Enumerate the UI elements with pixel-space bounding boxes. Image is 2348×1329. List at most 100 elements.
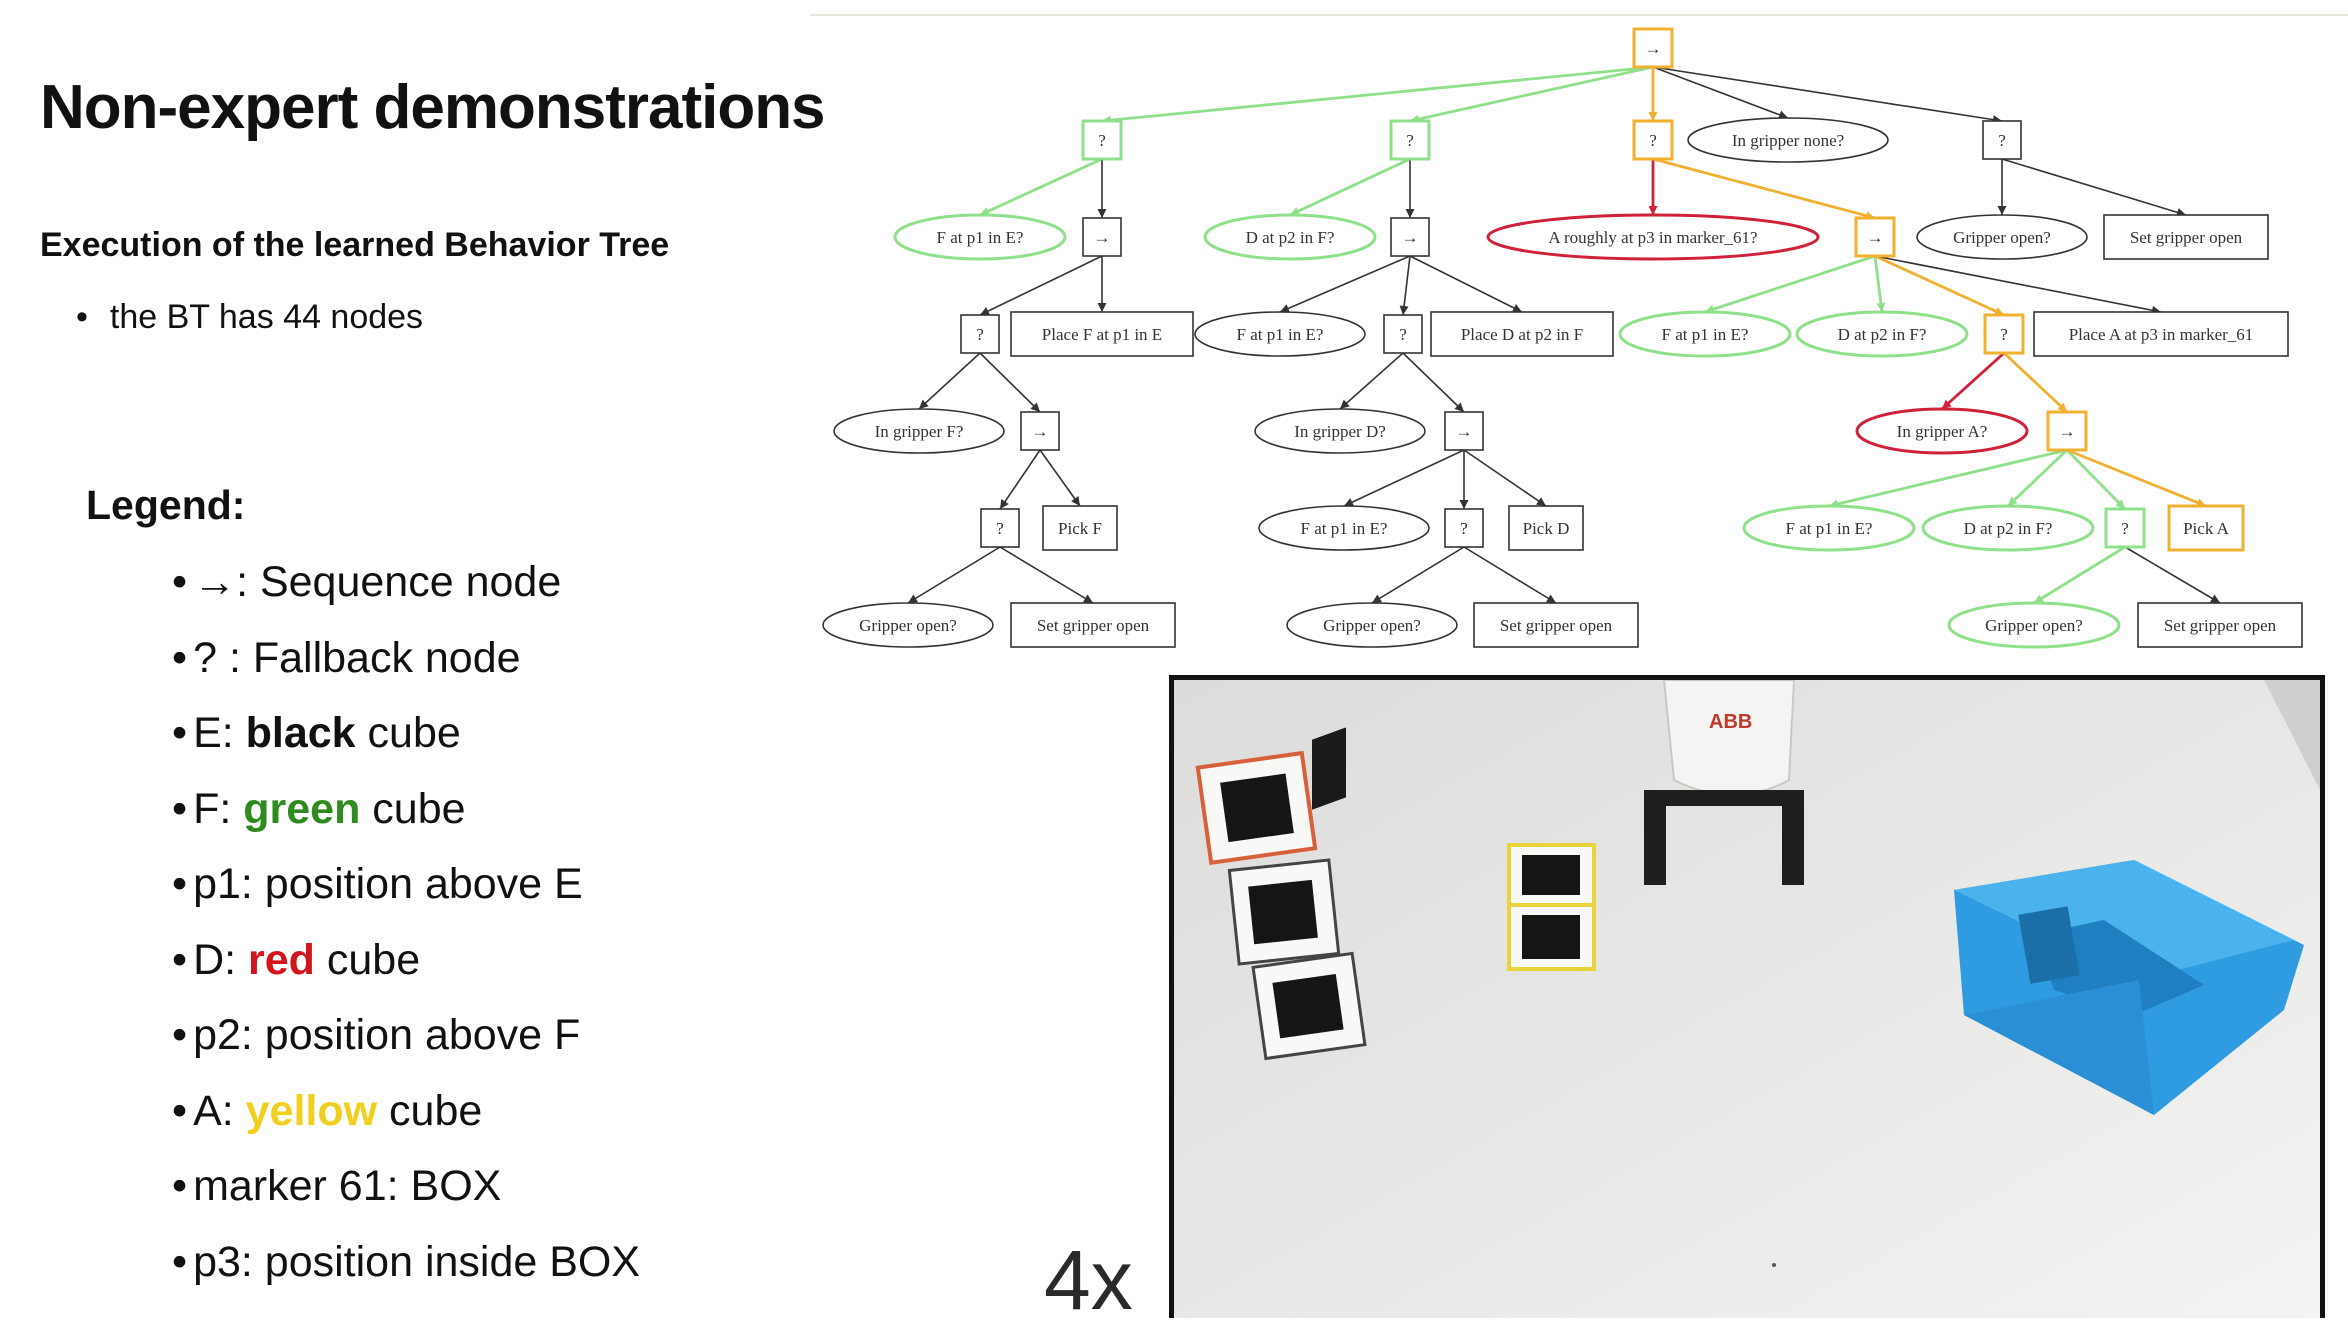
bullet-dot: • (172, 1237, 188, 1286)
tree-edge-arrowhead (1097, 303, 1107, 312)
tree-edge (1828, 448, 2068, 508)
tree-edge-arrowhead (1876, 302, 1886, 312)
tree-node-fb: ? (1081, 119, 1123, 161)
tree-node-label: Pick A (2183, 519, 2230, 538)
tree-node-fb: ? (1383, 314, 1423, 354)
tree-node-cond: D at p2 in F? (1921, 504, 2095, 552)
tree-node-seq: → (1854, 216, 1896, 258)
tree-node-seq: → (1632, 27, 1674, 69)
behavior-tree-diagram: →??? In gripper none?? F at p1 in E? → D at … (822, 27, 2303, 649)
tree-node-label: F at p1 in E? (937, 228, 1024, 247)
tree-edge (1704, 254, 1876, 314)
legend-item: •→: Sequence node (172, 552, 640, 628)
table-edge-shadow (2264, 680, 2320, 790)
tree-edge-arrowhead (1082, 594, 1093, 603)
tree-node-act: Place A at p3 in marker_61 (2033, 311, 2289, 357)
legend-text: E: (193, 709, 246, 757)
tree-edge (1402, 255, 1411, 316)
tree-node-label: F at p1 in E? (1237, 325, 1324, 344)
robot-logo: ABB (1709, 711, 1752, 733)
legend-item: •marker 61: BOX (172, 1156, 640, 1232)
tree-node-cond: Gripper open? (1286, 602, 1458, 648)
tree-node-fb: ? (960, 314, 1000, 354)
legend-text: ? (193, 633, 229, 682)
tree-node-act: Pick D (1508, 505, 1584, 551)
tree-node-fb: ? (1982, 120, 2022, 160)
tree-edge-arrowhead (1648, 206, 1658, 215)
tree-edge (1463, 449, 1547, 507)
tree-edge-arrowhead (1777, 110, 1788, 120)
legend-item: •A: yellow cube (172, 1081, 640, 1157)
tree-node-label: In gripper none? (1732, 131, 1844, 150)
legend-text: A: (193, 1086, 246, 1135)
tree-node-label: ? (1399, 325, 1407, 344)
bullet-node-count: •the BT has 44 nodes (76, 298, 423, 337)
tree-node-label: → (1456, 422, 1473, 441)
tree-edge (1652, 66, 2003, 122)
tree-node-label: → (1094, 228, 1111, 247)
tree-node-label: Set gripper open (2130, 228, 2243, 247)
tree-node-seq: → (1020, 411, 1060, 451)
tree-node-label: D at p2 in F? (1964, 519, 2053, 538)
tree-edge-arrowhead (2115, 499, 2125, 509)
tree-node-label: ? (1649, 131, 1657, 150)
divider-line (810, 14, 2348, 16)
cube-yellow (1507, 843, 1596, 971)
tree-edge-arrowhead (1648, 112, 1658, 121)
tree-edge-arrowhead (1993, 307, 2004, 316)
tree-node-label: Set gripper open (2164, 616, 2277, 635)
tree-node-seq: → (2046, 410, 2088, 452)
tree-edge (1101, 65, 1654, 123)
tree-edge (1463, 546, 1557, 604)
tree-node-act: Set gripper open (2137, 602, 2303, 648)
tree-node-label: A roughly at p3 in marker_61? (1548, 228, 1757, 247)
tree-edge (2001, 158, 2187, 216)
tree-edge (1874, 254, 2005, 317)
tree-node-cond: In gripper none? (1687, 117, 1889, 163)
tree-edge (979, 157, 1103, 217)
legend-text: p2: position above F (193, 1011, 581, 1059)
tree-node-label: Gripper open? (1985, 616, 2083, 635)
legend-item: •D: red cube (172, 930, 640, 1006)
tree-edge-arrowhead (1280, 304, 1291, 313)
tree-edge-arrowhead (2034, 594, 2045, 603)
tree-node-label: → (1867, 228, 1884, 247)
tree-edge (2066, 449, 2126, 510)
tree-edge (2003, 351, 2068, 414)
tree-edge (1343, 449, 1465, 507)
tree-node-act: Place F at p1 in E (1010, 311, 1194, 357)
tree-edge (999, 546, 1094, 604)
tree-node-fb: ? (1389, 119, 1431, 161)
tree-edge (1652, 66, 1789, 119)
tree-node-fb: ? (1983, 313, 2025, 355)
tree-edge-arrowhead (1071, 496, 1080, 506)
bullet-dot: • (172, 860, 188, 908)
legend-text: : Sequence node (236, 558, 562, 606)
tree-edge (2033, 545, 2126, 605)
bullet-dot: • (172, 1162, 188, 1210)
tree-edge (1409, 65, 1654, 123)
legend-text: D: (193, 935, 249, 984)
tree-edge-arrowhead (1536, 497, 1546, 506)
cube-stack-left (1195, 727, 1367, 1061)
tree-edge (979, 255, 1103, 316)
tree-edge-arrowhead (1454, 402, 1464, 412)
tree-node-fb: ? (1444, 508, 1484, 548)
tree-edge-arrowhead (2209, 594, 2220, 603)
legend-item: •p1: position above E (172, 854, 640, 930)
tree-node-label: Gripper open? (1323, 616, 1421, 635)
tree-edge-arrowhead (980, 307, 991, 316)
tree-edge-arrowhead (1459, 500, 1469, 509)
tree-node-label: ? (996, 519, 1004, 538)
bullet-dot: • (172, 784, 188, 833)
tree-edge-arrowhead (1511, 303, 1522, 312)
tree-node-label: ? (2121, 519, 2129, 538)
bullet-dot: • (172, 1011, 188, 1059)
legend-text: marker 61: BOX (193, 1162, 502, 1210)
tree-node-label: → (1645, 39, 1662, 58)
tree-node-cond: Gripper open? (822, 602, 994, 648)
tree-node-label: ? (1460, 519, 1468, 538)
tree-edge-arrowhead (1290, 207, 1301, 216)
tree-edge (1402, 352, 1465, 413)
tree-node-label: D at p2 in F? (1246, 228, 1335, 247)
